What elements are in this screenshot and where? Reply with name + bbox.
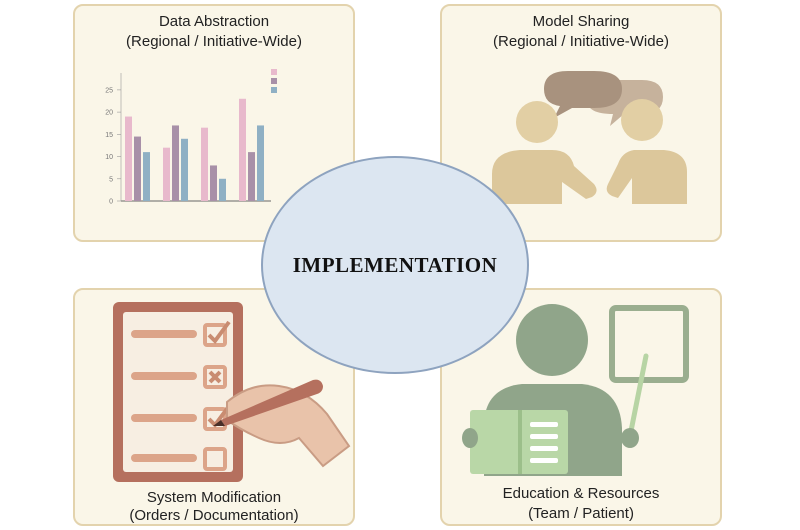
- bar: [210, 165, 217, 201]
- bar: [219, 178, 226, 201]
- bar: [181, 138, 188, 201]
- panel-subtitle: (Regional / Initiative-Wide): [126, 33, 302, 50]
- hand-icon: [621, 428, 639, 448]
- hand-icon: [462, 428, 478, 448]
- bar: [163, 147, 170, 201]
- panel-subtitle: (Regional / Initiative-Wide): [493, 33, 669, 50]
- bar: [143, 152, 150, 201]
- y-tick-label: 20: [105, 110, 113, 117]
- panel-model-sharing: Model Sharing (Regional / Initiative-Wid…: [440, 4, 722, 242]
- person-head: [516, 101, 558, 143]
- y-tick-label: 5: [109, 176, 113, 183]
- checklist-with-pen-icon: [113, 302, 351, 482]
- pen-icon: [221, 379, 323, 426]
- bar: [257, 125, 264, 201]
- panel-title: System Modification: [146, 489, 282, 506]
- person-head: [621, 99, 663, 141]
- person-body: [492, 150, 597, 204]
- panel-title: Data Abstraction: [158, 13, 270, 30]
- panel-title: Model Sharing: [532, 13, 630, 30]
- y-tick-label: 0: [109, 199, 113, 206]
- person-body: [606, 150, 687, 204]
- legend-swatch: [271, 69, 277, 75]
- legend-swatch: [271, 78, 277, 84]
- bar: [239, 98, 246, 201]
- center-label: IMPLEMENTATION: [292, 252, 498, 277]
- panel-title: Education & Resources: [502, 485, 660, 502]
- teacher-with-book-icon: [462, 304, 689, 476]
- y-tick-label: 10: [105, 154, 113, 161]
- panel-data-abstraction: Data Abstraction (Regional / Initiative-…: [73, 4, 355, 242]
- person-head: [516, 304, 588, 376]
- x-mark-icon: [208, 370, 222, 384]
- implementation-ellipse: IMPLEMENTATION: [261, 156, 529, 374]
- two-people-talking-icon: [492, 71, 687, 204]
- panel-subtitle: (Orders / Documentation): [129, 507, 299, 524]
- bar: [172, 125, 179, 201]
- y-tick-label: 15: [105, 132, 113, 139]
- bar: [248, 152, 255, 201]
- panel-education-resources: Education & Resources (Team / Patient): [440, 288, 722, 526]
- legend-swatch: [271, 87, 277, 93]
- whiteboard-icon: [609, 305, 689, 383]
- speech-bubble-icon: [544, 71, 622, 118]
- bar: [134, 136, 141, 201]
- pointer-stick: [627, 353, 649, 439]
- bar: [201, 127, 208, 201]
- bar-chart-icon: 0 5 10 15 20 25: [105, 69, 277, 206]
- bar: [125, 116, 132, 201]
- panel-subtitle: (Team / Patient): [528, 505, 634, 522]
- y-tick-label: 25: [105, 87, 113, 94]
- checkmark-icon: [207, 320, 231, 345]
